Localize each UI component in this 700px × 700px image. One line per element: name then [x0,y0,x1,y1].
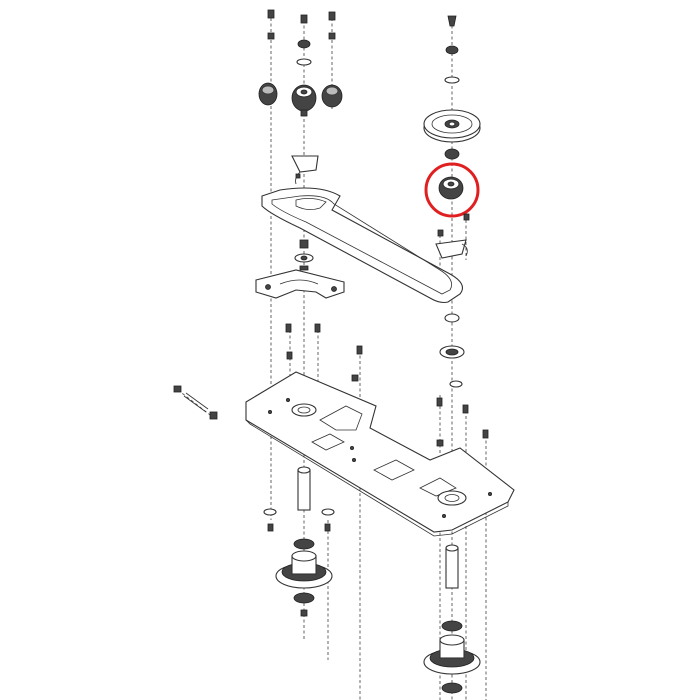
drive-belt [261,187,463,304]
right-mid-washers [439,313,465,388]
highlighted-idler-pulley [424,162,480,218]
top-screws [267,9,457,40]
right-large-pulley [423,109,481,160]
highlight-circle [424,162,480,218]
left-spindle [263,466,335,617]
deck-plate [245,371,515,537]
top-washers [296,39,460,84]
left-hub-washers [294,239,314,271]
left-pulley-set [258,82,343,117]
tension-bracket [255,269,345,299]
left-bracket [291,155,319,185]
side-bolt [173,385,218,420]
right-spindle [423,544,481,694]
right-belt-guide [435,213,470,259]
deck-screws-right [436,397,489,447]
